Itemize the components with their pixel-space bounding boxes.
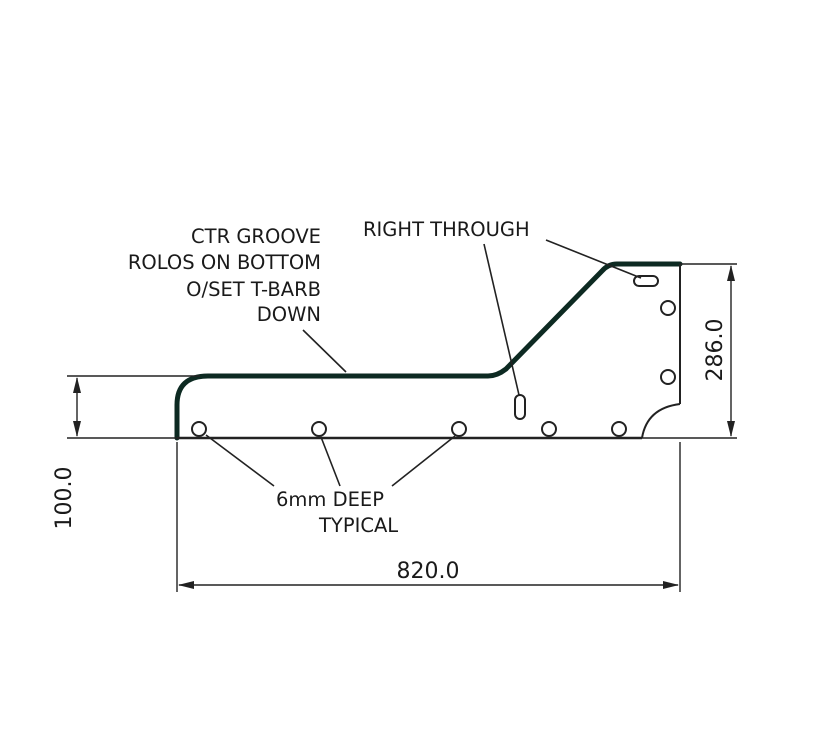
bottom-hole: [541, 421, 557, 437]
low-height-dimension-value: 100.0: [52, 467, 77, 530]
side-hole: [660, 369, 676, 385]
holes-leader: [320, 436, 341, 487]
groove-note-line2: ROLOS ON BOTTOM: [128, 251, 321, 274]
arrowhead: [663, 581, 679, 589]
right-through-leader: [545, 239, 642, 279]
width-dimension-value: 820.0: [397, 559, 460, 584]
arrowhead: [73, 421, 81, 437]
arrowhead: [178, 581, 194, 589]
right-through-leader: [483, 243, 520, 396]
holes-note-line1: 6mm DEEP: [276, 488, 384, 511]
side-hole: [660, 300, 676, 316]
horizontal-slot: [633, 275, 659, 287]
arrowhead: [727, 421, 735, 437]
bottom-hole: [191, 421, 207, 437]
holes-leader: [391, 435, 456, 487]
bottom-hole: [451, 421, 467, 437]
arrowhead: [73, 377, 81, 393]
height-dimension-value: 286.0: [703, 319, 728, 382]
groove-note-line4: DOWN: [257, 303, 321, 326]
arrowhead: [727, 265, 735, 281]
part-corner-cutout: [641, 403, 681, 439]
holes-leader: [205, 434, 275, 487]
vertical-slot: [514, 394, 526, 420]
holes-note-line2: TYPICAL: [318, 514, 398, 537]
bottom-hole: [611, 421, 627, 437]
groove-note-line3: O/SET T-BARB: [186, 278, 321, 301]
groove-leader: [302, 329, 347, 373]
right-through-note: RIGHT THROUGH: [363, 218, 530, 241]
groove-note-line1: CTR GROOVE: [191, 225, 321, 248]
bottom-hole: [311, 421, 327, 437]
